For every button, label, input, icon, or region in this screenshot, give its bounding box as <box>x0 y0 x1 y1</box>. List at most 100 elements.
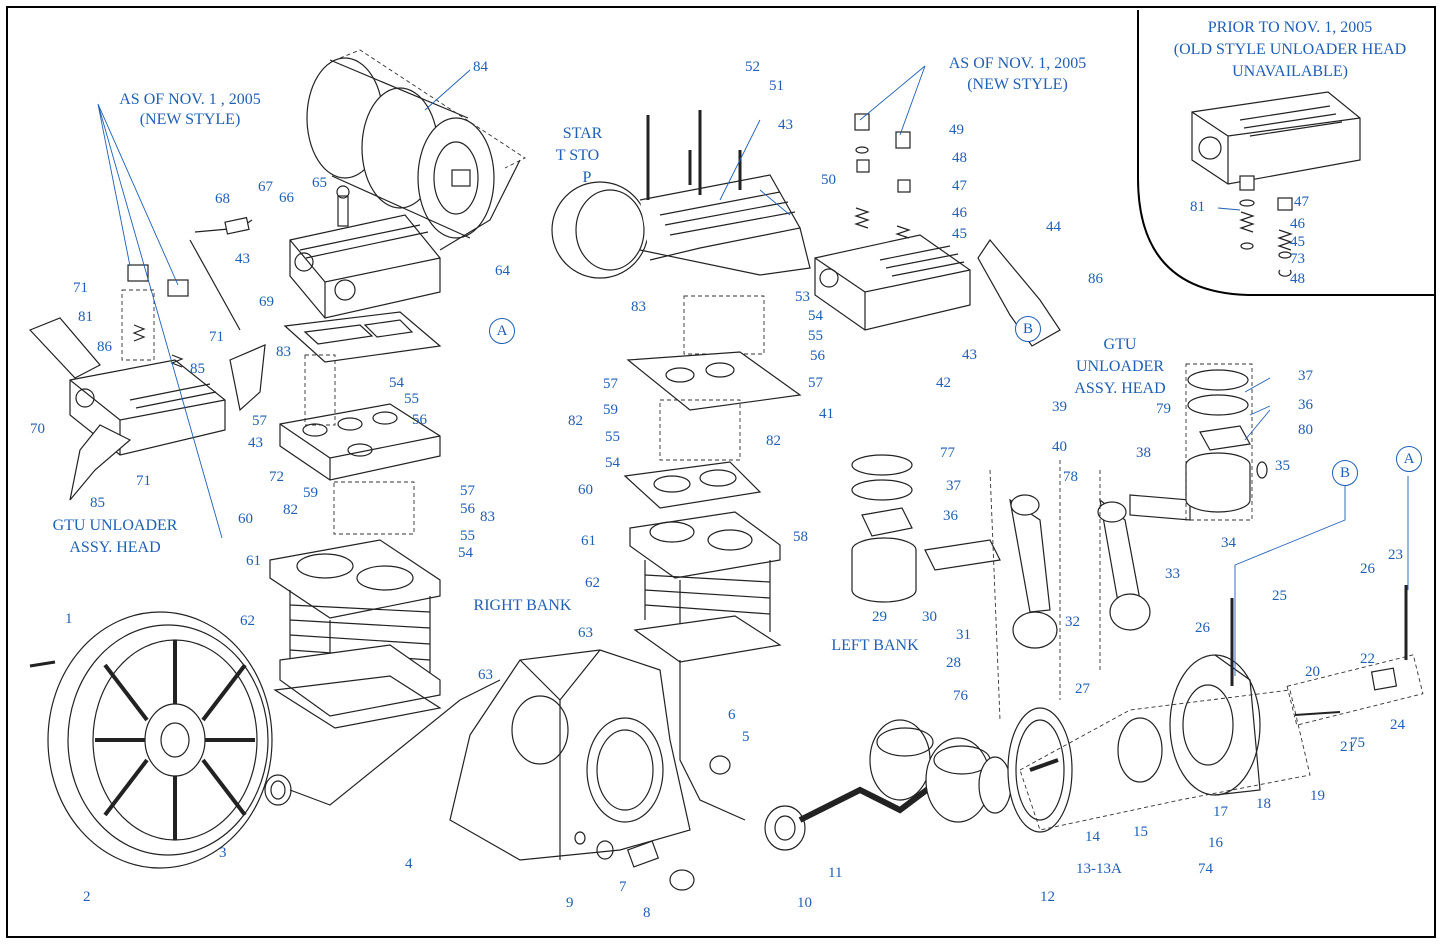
piston-38 <box>1185 369 1251 513</box>
part-label: 84 <box>473 59 488 75</box>
part-label: 45 <box>952 226 967 242</box>
part-label: 8 <box>643 905 651 921</box>
left-gtu-head <box>814 234 971 331</box>
part-label: 66 <box>279 190 294 206</box>
crankshaft-assembly <box>764 719 991 851</box>
part-label: 14 <box>1085 829 1100 845</box>
part-label: 38 <box>1136 445 1151 461</box>
part-label: 57 <box>460 483 475 499</box>
left-bank-cylinder <box>629 511 782 663</box>
part-label: 71 <box>209 329 224 345</box>
part-label: 81 <box>78 309 93 325</box>
part-label: 48 <box>1290 271 1305 287</box>
part-label: 70 <box>30 421 45 437</box>
part-label: 62 <box>240 613 255 629</box>
note-starstop-2: T STO <box>555 147 600 164</box>
part-label: 46 <box>952 205 967 221</box>
part-label: 36 <box>943 508 958 524</box>
part-label: 25 <box>1272 588 1287 604</box>
part-label: 54 <box>458 545 473 561</box>
part-label: 59 <box>303 485 318 501</box>
part-label: 37 <box>946 478 961 494</box>
old-style-head <box>1191 91 1361 185</box>
part-label: 15 <box>1133 824 1148 840</box>
part-label: 50 <box>821 172 836 188</box>
part-label: 43 <box>235 251 250 267</box>
part-label: 40 <box>1052 439 1067 455</box>
part-label: 55 <box>605 429 620 445</box>
part-label: 33 <box>1165 566 1180 582</box>
part-label: 55 <box>460 528 475 544</box>
part-label: 86 <box>1088 271 1103 287</box>
note-left-bank: LEFT BANK <box>831 637 919 654</box>
inset-border <box>1137 10 1436 296</box>
part-label: 81 <box>1190 199 1205 215</box>
note-gtu-right-3: ASSY. HEAD <box>1074 380 1166 397</box>
note-asof-right-1: AS OF NOV. 1, 2005 <box>948 55 1087 72</box>
callout-b-top: B <box>1015 316 1041 342</box>
part-label: 27 <box>1075 681 1090 697</box>
part-label: 24 <box>1390 717 1405 733</box>
leader-lines <box>97 65 1409 676</box>
part-label: 51 <box>769 78 784 94</box>
conrod-33 <box>1097 498 1151 631</box>
part-label: 43 <box>778 117 793 133</box>
part-label: 54 <box>389 375 404 391</box>
part-label: 36 <box>1298 397 1313 413</box>
bearing-housing-18 <box>1169 654 1261 796</box>
part-label: 61 <box>581 533 596 549</box>
part-label: 48 <box>952 150 967 166</box>
part-label: 74 <box>1198 861 1213 877</box>
part-label: 59 <box>603 402 618 418</box>
part-label: 55 <box>808 328 823 344</box>
part-label: 47 <box>952 178 967 194</box>
part-label: 12 <box>1040 889 1055 905</box>
part-label: 71 <box>73 280 88 296</box>
part-label: 63 <box>578 625 593 641</box>
note-starstop-3: P <box>582 169 592 186</box>
part-label: 60 <box>578 482 593 498</box>
part-label: 77 <box>940 445 955 461</box>
part-label: 82 <box>568 413 583 429</box>
part-label: 76 <box>953 688 968 704</box>
part-label: 71 <box>136 473 151 489</box>
part-label: 39 <box>1052 399 1067 415</box>
part-label: 67 <box>258 179 273 195</box>
note-gtu-right-2: UNLOADER <box>1076 358 1164 375</box>
part-label: 83 <box>276 344 291 360</box>
part-label: 4 <box>405 856 413 872</box>
part-label: 20 <box>1305 664 1320 680</box>
part-label: 19 <box>1310 788 1325 804</box>
part-label: 31 <box>956 627 971 643</box>
note-starstop-1: STAR <box>562 125 603 142</box>
part-label: 9 <box>566 895 574 911</box>
part-label: 30 <box>922 609 937 625</box>
part-label: 53 <box>795 289 810 305</box>
part-label: 60 <box>238 511 253 527</box>
diagram-frame <box>6 6 1436 938</box>
callout-b-right: B <box>1332 460 1358 486</box>
inset-valves <box>1239 175 1293 277</box>
part-label: 54 <box>605 455 620 471</box>
part-label: 57 <box>603 376 618 392</box>
part-label: 62 <box>585 575 600 591</box>
part-label: 26 <box>1360 561 1375 577</box>
part-label: 61 <box>246 553 261 569</box>
part-label: 6 <box>728 707 736 723</box>
part-label: 85 <box>190 361 205 377</box>
part-label: 82 <box>283 502 298 518</box>
part-label: 78 <box>1063 469 1078 485</box>
crankcase <box>449 649 691 861</box>
callout-a-top: A <box>489 318 515 344</box>
note-asof-right-2: (NEW STYLE) <box>967 76 1068 93</box>
left-head <box>551 110 811 279</box>
right-bank-cylinder <box>269 539 442 729</box>
part-label: 58 <box>793 529 808 545</box>
note-gtu-left-2: ASSY. HEAD <box>69 539 161 556</box>
gtu-left-head <box>28 264 266 501</box>
part-label: 80 <box>1298 422 1313 438</box>
part-label: 10 <box>797 895 812 911</box>
part-label: 42 <box>936 375 951 391</box>
part-label: 49 <box>949 122 964 138</box>
